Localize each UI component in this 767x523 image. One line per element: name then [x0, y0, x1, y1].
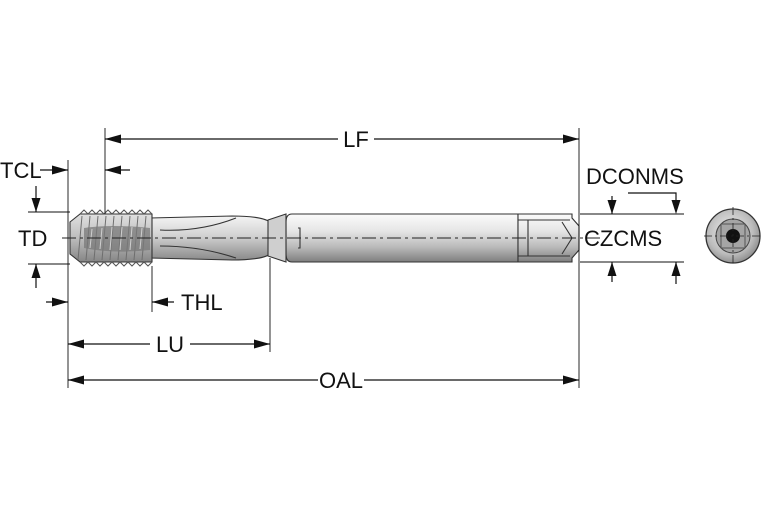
flute-line-upper: [159, 217, 237, 231]
tcl-arrow-left: [52, 165, 68, 175]
label-lu: LU: [156, 332, 184, 357]
dimension-czcms: CZCMS: [584, 196, 662, 282]
thread-teeth-top: [79, 209, 153, 215]
lf-arrow-left: [105, 134, 121, 144]
dconms-arrow-top: [671, 200, 681, 214]
label-oal: OAL: [319, 368, 363, 393]
lu-arrow-right: [254, 339, 270, 349]
lu-arrow-left: [68, 339, 84, 349]
dimension-lu: LU: [68, 332, 270, 357]
label-dconms: DCONMS: [586, 164, 684, 189]
dimension-lf: LF: [105, 127, 579, 152]
czcms-arrow-bottom: [607, 262, 617, 276]
dimension-td: TD: [18, 186, 47, 288]
label-czcms: CZCMS: [584, 226, 662, 251]
td-arrow-top: [31, 198, 41, 212]
label-td: TD: [18, 226, 47, 251]
thl-arrow-left: [52, 297, 68, 307]
thread-teeth-bottom: [79, 261, 153, 267]
dimension-tcl: TCL: [0, 158, 130, 183]
dconms-arrow-bottom: [671, 262, 681, 276]
dimension-dconms: DCONMS: [586, 164, 684, 284]
tcl-arrow-right: [105, 165, 121, 175]
td-arrow-bottom: [31, 264, 41, 278]
label-lf: LF: [343, 127, 369, 152]
thl-arrow-right: [152, 297, 168, 307]
extension-lines: [28, 128, 684, 388]
dimension-thl: THL: [46, 290, 223, 315]
tap-collar: [267, 213, 287, 263]
dconms-leader: [628, 192, 677, 205]
oal-arrow-right: [563, 375, 579, 385]
tap-end-view: [704, 207, 762, 265]
dimension-oal: OAL: [68, 368, 579, 393]
label-thl: THL: [181, 290, 223, 315]
label-tcl: TCL: [0, 158, 42, 183]
lf-arrow-right: [563, 134, 579, 144]
czcms-arrow-top: [607, 200, 617, 214]
oal-arrow-left: [68, 375, 84, 385]
flute-line-lower: [159, 245, 237, 259]
